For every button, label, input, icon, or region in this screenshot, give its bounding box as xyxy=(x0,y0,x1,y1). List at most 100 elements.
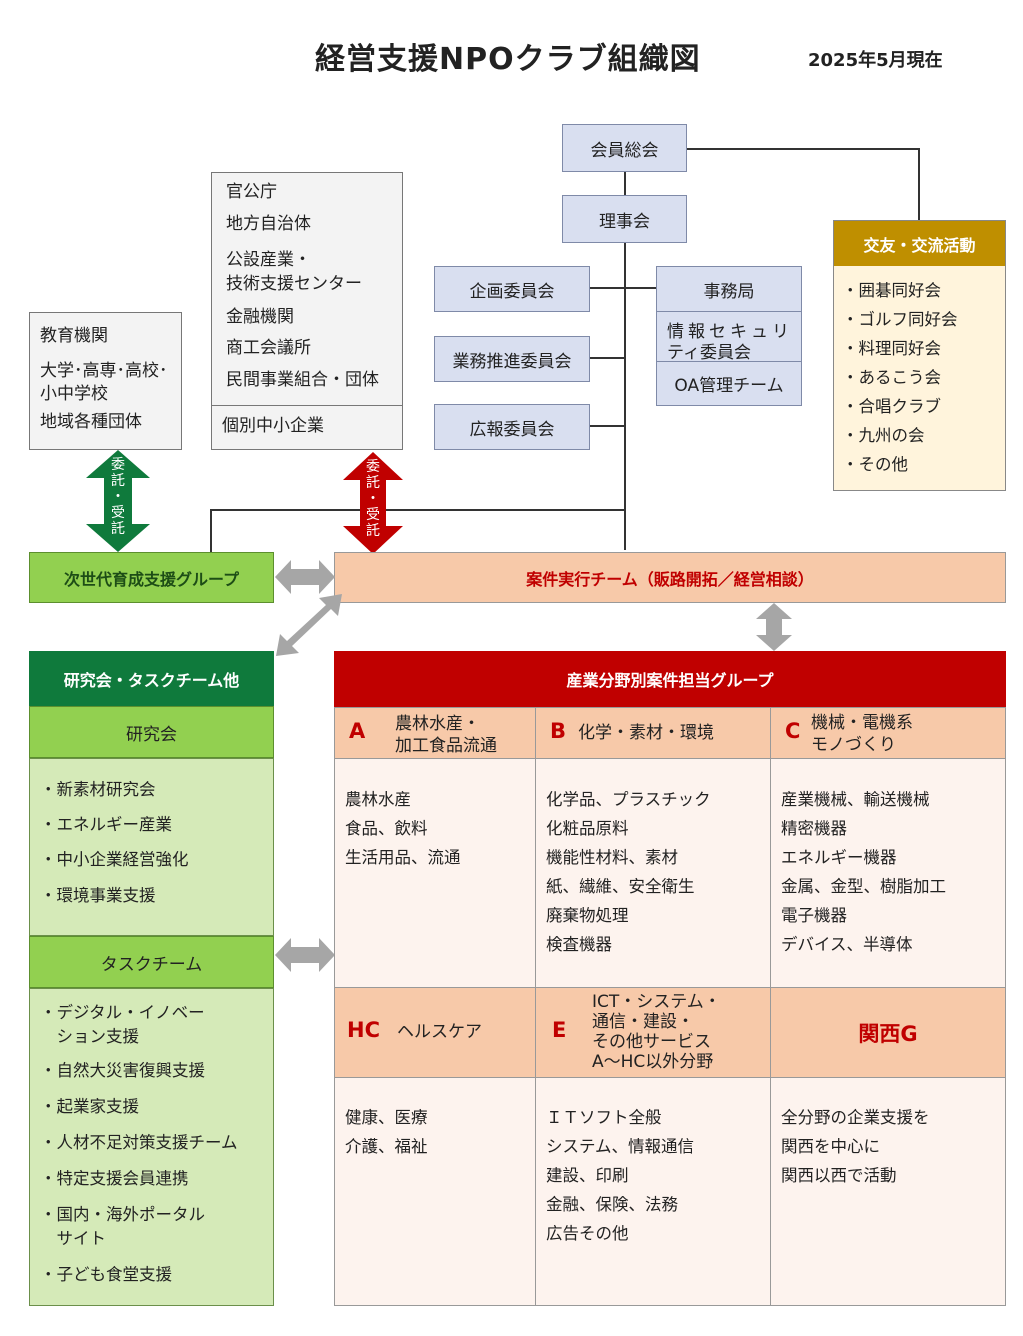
group-kansai-item: 全分野の企業支援を xyxy=(781,1108,930,1127)
group-a-label: 農林水産・ xyxy=(395,714,480,734)
external-item: 官公庁 xyxy=(226,182,277,202)
group-b-letter: B xyxy=(550,719,567,743)
sme-label: 個別中小企業 xyxy=(222,416,324,436)
group-a-item: 食品、飲料 xyxy=(345,819,428,838)
group-b-item: 化粧品原料 xyxy=(546,819,629,838)
arrow-text: 託 xyxy=(366,475,380,491)
group-hc-header: HC ヘルスケア xyxy=(334,987,536,1078)
group-b-label: 化学・素材・環境 xyxy=(578,723,714,743)
connector-line xyxy=(210,509,212,552)
exchange-item: ・料理同好会 xyxy=(842,339,941,358)
external-item: 地方自治体 xyxy=(226,214,311,234)
group-e-content: ＩＴソフト全般 システム、情報通信 建設、印刷 金融、保険、法務 広告その他 xyxy=(535,1077,771,1306)
connector-line xyxy=(589,425,625,427)
oa-team-label: OA管理チーム xyxy=(674,376,784,396)
arrow-text: ・ xyxy=(111,489,125,505)
connector-line xyxy=(624,172,626,550)
task-item: ・自然大災害復興支援 xyxy=(40,1061,205,1080)
planning-committee-box: 企画委員会 xyxy=(434,266,590,312)
arrow-text: 託 xyxy=(111,473,125,489)
group-e-item: ＩＴソフト全般 xyxy=(546,1108,662,1127)
project-execution-team: 案件実行チーム（販路開拓／経営相談） xyxy=(334,552,1006,603)
horizontal-double-arrow xyxy=(275,560,335,594)
exchange-item: ・九州の会 xyxy=(842,426,925,445)
group-e-letter: E xyxy=(552,1018,567,1042)
group-c-label: モノづくり xyxy=(811,735,896,755)
promotion-committee-box: 業務推進委員会 xyxy=(434,336,590,382)
group-b-header: B 化学・素材・環境 xyxy=(535,707,771,759)
task-item: ション支援 xyxy=(40,1027,140,1046)
vertical-double-arrow xyxy=(756,603,792,651)
secretariat-label: 事務局 xyxy=(703,282,755,302)
study-item: ・新素材研究会 xyxy=(40,780,156,799)
research-header: 研究会・タスクチーム他 xyxy=(29,651,274,706)
secretariat-group: 事務局 情報セキュリ ティ委員会 OA管理チーム xyxy=(656,266,802,406)
external-item: 民間事業組合・団体 xyxy=(226,370,379,390)
group-b-content: 化学品、プラスチック 化粧品原料 機能性材料、素材 紙、繊維、安全衛生 廃棄物処… xyxy=(535,758,771,988)
group-hc-item: 健康、医療 xyxy=(345,1108,428,1127)
group-b-item: 廃棄物処理 xyxy=(546,906,629,925)
connector-line xyxy=(625,287,657,289)
exchange-activities-box: 交友・交流活動 ・囲碁同好会 ・ゴルフ同好会 ・料理同好会 ・あるこう会 ・合唱… xyxy=(833,220,1006,491)
group-e-label: A～HC以外分野 xyxy=(592,1052,714,1072)
arrow-text: 受 xyxy=(111,505,125,521)
security-committee-line1: 情報セキュリ xyxy=(667,322,793,342)
external-item: 公設産業・ xyxy=(226,250,311,270)
external-organizations-box: 官公庁 地方自治体 公設産業・ 技術支援センター 金融機関 商工会議所 民間事業… xyxy=(211,172,403,450)
connector-line xyxy=(686,148,919,150)
external-item: 商工会議所 xyxy=(226,338,311,358)
group-c-item: デバイス、半導体 xyxy=(781,935,913,954)
security-committee-line2: ティ委員会 xyxy=(667,343,751,363)
group-a-item: 農林水産 xyxy=(345,790,411,809)
task-item: ・デジタル・イノベー xyxy=(40,1003,205,1022)
group-kansai-item: 関西以西で活動 xyxy=(781,1166,897,1185)
education-box: 教育機関 大学･高専･高校･ 小中学校 地域各種団体 xyxy=(29,312,182,450)
group-a-label: 加工食品流通 xyxy=(395,736,497,756)
exchange-item: ・囲碁同好会 xyxy=(842,281,941,300)
task-item: ・国内・海外ポータル xyxy=(40,1205,205,1224)
study-item: ・環境事業支援 xyxy=(40,886,156,905)
study-item: ・中小企業経営強化 xyxy=(40,850,189,869)
task-item: ・起業家支援 xyxy=(40,1097,139,1116)
arrow-text: 委 xyxy=(111,457,125,473)
divider xyxy=(212,405,402,406)
group-e-header: E ICT・システム・ 通信・建設・ その他サービス A～HC以外分野 xyxy=(535,987,771,1078)
group-b-item: 機能性材料、素材 xyxy=(546,848,678,867)
task-team-label: タスクチーム xyxy=(29,936,274,988)
general-meeting-box: 会員総会 xyxy=(562,124,687,172)
group-c-label: 機械・電機系 xyxy=(811,713,913,733)
group-c-item: 電子機器 xyxy=(781,906,847,925)
group-c-item: 精密機器 xyxy=(781,819,847,838)
external-item: 技術支援センター xyxy=(226,274,362,294)
connector-line xyxy=(589,287,625,289)
next-generation-group: 次世代育成支援グループ xyxy=(29,552,274,603)
group-b-item: 検査機器 xyxy=(546,935,612,954)
group-c-content: 産業機械、輸送機械 精密機器 エネルギー機器 金属、金型、樹脂加工 電子機器 デ… xyxy=(770,758,1006,988)
red-double-arrow xyxy=(343,452,403,554)
study-item: ・エネルギー産業 xyxy=(40,815,172,834)
group-e-label: 通信・建設・ xyxy=(592,1012,694,1032)
industry-group-header: 産業分野別案件担当グループ xyxy=(334,651,1006,707)
group-kansai-content: 全分野の企業支援を 関西を中心に 関西以西で活動 xyxy=(770,1077,1006,1306)
date-label: 2025年5月現在 xyxy=(808,50,943,71)
group-e-item: 広告その他 xyxy=(546,1224,629,1243)
arrow-text: ・ xyxy=(366,491,380,507)
study-group-label: 研究会 xyxy=(29,706,274,758)
group-hc-letter: HC xyxy=(347,1018,380,1042)
task-item: ・子ども食堂支援 xyxy=(40,1265,172,1284)
group-b-item: 化学品、プラスチック xyxy=(546,790,711,809)
arrow-text: 託 xyxy=(111,521,125,537)
arrow-text: 受 xyxy=(366,507,380,523)
education-item: 地域各種団体 xyxy=(40,412,142,432)
page-title: 経営支援NPOクラブ組織図 xyxy=(315,42,701,77)
group-c-header: C 機械・電機系 モノづくり xyxy=(770,707,1006,759)
connector-line xyxy=(918,148,920,220)
group-kansai-item: 関西を中心に xyxy=(781,1137,880,1156)
group-hc-item: 介護、福祉 xyxy=(345,1137,428,1156)
study-group-list: ・新素材研究会 ・エネルギー産業 ・中小企業経営強化 ・環境事業支援 xyxy=(29,758,274,936)
pr-committee-box: 広報委員会 xyxy=(434,404,590,450)
group-a-header: A 農林水産・ 加工食品流通 xyxy=(334,707,536,759)
task-team-list: ・デジタル・イノベー ション支援 ・自然大災害復興支援 ・起業家支援 ・人材不足… xyxy=(29,988,274,1306)
board-box: 理事会 xyxy=(562,195,687,243)
exchange-header: 交友・交流活動 xyxy=(834,221,1005,266)
